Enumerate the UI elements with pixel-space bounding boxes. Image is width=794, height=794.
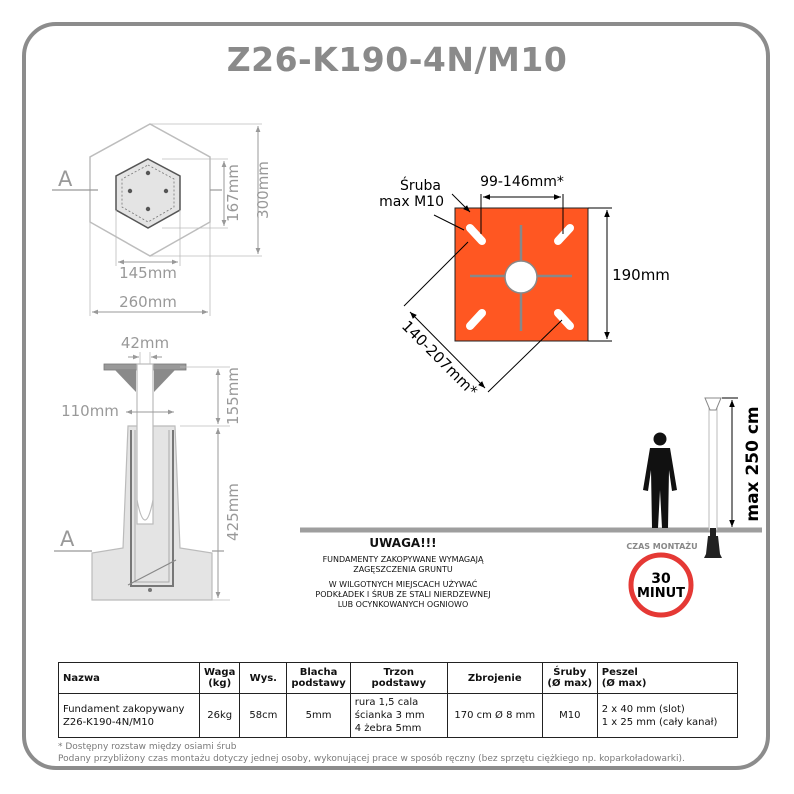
assembly-time-unit: MINUT bbox=[637, 586, 685, 601]
bolt-slot bbox=[466, 224, 486, 245]
dim-top: 155mm bbox=[224, 367, 242, 425]
section-label-top: A bbox=[58, 167, 73, 191]
max-height-label: max 250 cm bbox=[743, 406, 763, 521]
bolt-slot bbox=[554, 309, 574, 330]
cell-rebar: 170 cm Ø 8 mm bbox=[446, 693, 543, 738]
header-weight: Waga(kg) bbox=[198, 662, 241, 694]
top-view: A 167mm 300mm 145mm 260mm bbox=[52, 123, 272, 316]
cell-weight: 26kg bbox=[198, 693, 241, 738]
notice-line: FUNDAMENTY ZAKOPYWANE WYMAGAJĄ bbox=[322, 555, 484, 564]
inner-hexagon-dashed bbox=[121, 164, 175, 223]
cell-plate: 5mm bbox=[286, 693, 351, 738]
dim-outer-width: 260mm bbox=[119, 293, 177, 311]
cell-socket: 2 x 40 mm (slot)1 x 25 mm (cały kanał) bbox=[596, 693, 739, 738]
dim-neck: 110mm bbox=[61, 402, 119, 420]
dim-side: 190mm bbox=[612, 266, 670, 284]
height-view: max 250 cm CZAS MONTAŻU 30 MINUT bbox=[300, 397, 763, 618]
notice-heading: UWAGA!!! bbox=[369, 536, 437, 550]
footnotes: * Dostępny rozstaw między osiami śrub Po… bbox=[58, 741, 685, 765]
bolt-slot bbox=[554, 224, 574, 245]
pole-cap bbox=[704, 397, 722, 411]
assembly-time-ring bbox=[628, 552, 694, 618]
bolt-hole bbox=[145, 170, 151, 176]
cell-height: 58cm bbox=[239, 693, 288, 738]
sign-pole bbox=[708, 407, 718, 531]
dim-inner-height: 167mm bbox=[224, 164, 242, 222]
footnote-time: Podany przybliżony czas montażu dotyczy … bbox=[58, 754, 685, 764]
assembly-time-caption: CZAS MONTAŻU bbox=[626, 541, 697, 551]
dim-inner-width: 145mm bbox=[119, 264, 177, 282]
card-frame bbox=[22, 22, 770, 770]
shaft-tube bbox=[136, 363, 154, 525]
bolt-label-line2: max M10 bbox=[379, 194, 444, 210]
dim-tube: 42mm bbox=[121, 334, 169, 352]
header-height: Wys. bbox=[239, 662, 288, 694]
section-label-side: A bbox=[60, 527, 75, 551]
dim-outer-height: 300mm bbox=[254, 161, 272, 219]
warning-notice: UWAGA!!! FUNDAMENTY ZAKOPYWANE WYMAGAJĄ … bbox=[288, 536, 518, 610]
person-silhouette bbox=[643, 432, 677, 528]
assembly-time-value: 30 bbox=[651, 571, 671, 587]
plate-view: 99-146mm* Śruba max M10 190mm 140-207mm* bbox=[379, 174, 670, 400]
notice-line: ZAGĘSZCZENIA GRUNTU bbox=[353, 565, 453, 574]
dim-body: 425mm bbox=[224, 483, 242, 541]
center-hole bbox=[504, 260, 538, 294]
header-shaft: Trzon podstawy bbox=[349, 662, 448, 694]
bolt-hole bbox=[145, 206, 151, 212]
rebar-loop bbox=[130, 430, 174, 587]
bolt-hole bbox=[163, 188, 169, 194]
notice-line: W WILGOTNYCH MIEJSCACH UŻYWAĆ bbox=[328, 580, 478, 589]
bolt-label-line1: Śruba bbox=[400, 176, 441, 194]
side-view: 42mm 110mm 155mm 425mm A bbox=[54, 334, 242, 601]
inner-hexagon bbox=[115, 158, 181, 229]
dim-spacing: 99-146mm* bbox=[480, 174, 564, 190]
bolt-hole bbox=[127, 188, 133, 194]
product-title: Z26-K190-4N/M10 bbox=[226, 40, 568, 79]
notice-line: PODKŁADEK I ŚRUB ZE STALI NIERDZEWNEJ bbox=[315, 590, 491, 599]
header-socket: Peszel(Ø max) bbox=[596, 662, 739, 694]
header-name: Nazwa bbox=[58, 662, 200, 694]
foundation-block bbox=[704, 536, 722, 558]
header-rebar: Zbrojenie bbox=[446, 662, 543, 694]
rib bbox=[115, 370, 136, 392]
footnote-spacing: * Dostępny rozstaw między osiami śrub bbox=[58, 742, 237, 752]
cell-bolts: M10 bbox=[541, 693, 598, 738]
header-bolts: Śruby(Ø max) bbox=[541, 662, 598, 694]
rib bbox=[154, 370, 175, 392]
notice-line: LUB OCYNKOWANYCH OGNIOWO bbox=[337, 600, 469, 609]
